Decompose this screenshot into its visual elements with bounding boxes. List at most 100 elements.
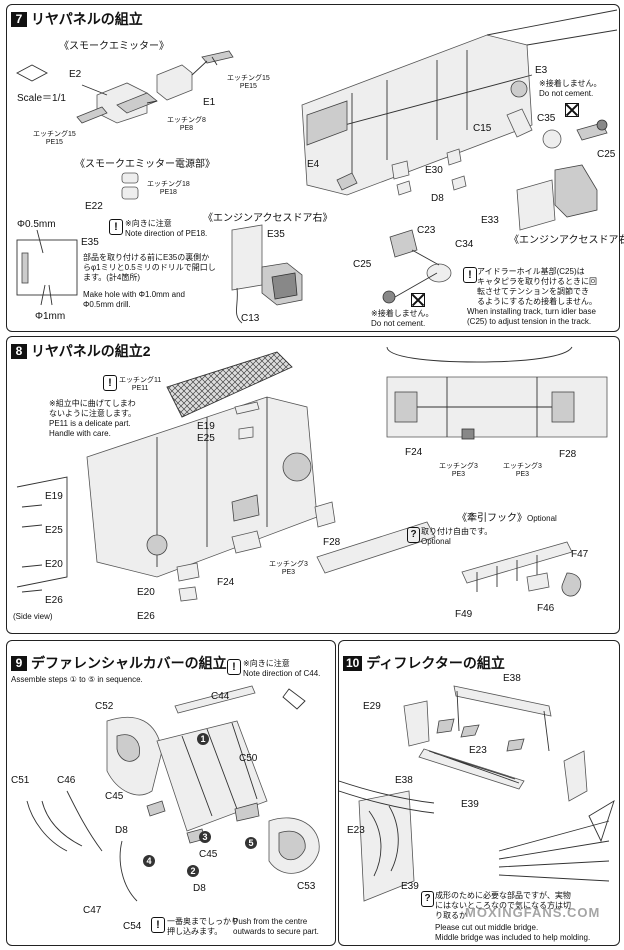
- step-marker-2: 2: [187, 865, 199, 877]
- note-pe18-en: Note direction of PE18.: [125, 229, 208, 238]
- part-label-c45b: C45: [199, 849, 218, 860]
- no-cement-2-jp: ※接着しません。: [371, 309, 434, 318]
- towing-hook-optional: Optional: [527, 514, 557, 523]
- pe15-text-a: PE15: [239, 83, 257, 90]
- etch3-text-a: エッチング3: [439, 463, 478, 470]
- part-label-c13: C13: [241, 313, 260, 324]
- push-en-line1: Push from the centre: [233, 917, 308, 926]
- part-label-d8: D8: [431, 193, 444, 204]
- step-marker-3: 3: [199, 831, 211, 843]
- drill-en-line1: Make hole with Φ1.0mm and: [83, 290, 185, 299]
- cut-jp-line3: り取るか: [435, 911, 467, 920]
- push-jp-line1: 一番奥までしっかり: [167, 917, 239, 926]
- optional-en: Optional: [421, 537, 451, 546]
- caution-icon-idler: !: [463, 267, 477, 283]
- step9-heading: 9 デファレンシャルカバーの組立: [11, 653, 227, 673]
- etch11-text: エッチング11: [119, 377, 162, 384]
- part-label-e29: E29: [363, 701, 381, 712]
- push-en-line2: outwards to secure part.: [233, 927, 319, 936]
- idler-en-line1: When installing track, turn idler base: [467, 307, 596, 316]
- idler-jp-line3: 転させてテンションを調節でき: [477, 287, 589, 296]
- step9-drawing: [26, 685, 320, 902]
- part-label-e19b: E19: [45, 491, 63, 502]
- step7-number: 7: [11, 11, 27, 27]
- pe18-text: PE18: [159, 189, 177, 196]
- part-label-e25b: E25: [45, 525, 63, 536]
- step7-drawing: [16, 9, 618, 324]
- push-jp-line2: 押し込みます。: [167, 927, 223, 936]
- part-label-f47: F47: [571, 549, 589, 560]
- part-label-c25b: C25: [353, 259, 372, 270]
- no-cement-icon-2: [411, 293, 425, 307]
- note-c44-en: Note direction of C44.: [243, 669, 321, 678]
- part-label-c46: C46: [57, 775, 76, 786]
- part-label-c15: C15: [473, 123, 492, 134]
- pe3-text-b: PE3: [515, 471, 530, 478]
- cut-en-line1: Please cut out middle bridge.: [435, 923, 539, 932]
- delicate-note: ※組立中に曲げてしまわないように注意します。PE11 is a delicate…: [49, 399, 136, 439]
- etch15-text-b: エッチング15: [33, 131, 76, 138]
- phi05-label: Φ0.5mm: [17, 219, 56, 230]
- part-label-e1: E1: [203, 97, 216, 108]
- cut-note: 成形のために必要な部品ですが、実物にはないところなので気になる方は切り取るか: [435, 891, 571, 921]
- step7-title: リヤパネルの組立: [31, 11, 143, 27]
- drill-en-line2: Φ0.5mm drill.: [83, 300, 131, 309]
- cut-note-icon: ?: [421, 891, 434, 907]
- step10-heading: 10 ディフレクターの組立: [343, 653, 505, 673]
- step8-title: リヤパネルの組立2: [31, 343, 151, 359]
- part-label-e2: E2: [69, 69, 82, 80]
- part-label-c52: C52: [95, 701, 114, 712]
- idler-jp-line1: アイドラーホイル基部(C25)は: [477, 267, 585, 276]
- no-cement-note-1: ※接着しません。Do not cement.: [539, 79, 601, 99]
- delicate-en-line1: PE11 is a delicate part.: [49, 419, 131, 428]
- no-cement-2-en: Do not cement.: [371, 319, 426, 328]
- no-cement-1-jp: ※接着しません。: [539, 79, 602, 88]
- engine-door-right-heading: 《エンジンアクセスドア右》: [203, 213, 333, 224]
- idler-en-line2: (C25) to adjust tension in the track.: [467, 317, 592, 326]
- part-label-e30: E30: [425, 165, 443, 176]
- part-label-e20b: E20: [137, 587, 155, 598]
- part-label-c51: C51: [11, 775, 30, 786]
- part-label-e20a: E20: [45, 559, 63, 570]
- part-label-e4: E4: [307, 159, 320, 170]
- no-cement-1-en: Do not cement.: [539, 89, 594, 98]
- cut-en-line2: Middle bridge was included to help moldi…: [435, 933, 591, 942]
- part-label-f49: F49: [455, 609, 473, 620]
- pe11-text: PE11: [131, 385, 149, 392]
- part-label-e22: E22: [85, 201, 103, 212]
- part-label-f24b: F24: [217, 577, 235, 588]
- step-marker-5: 5: [245, 837, 257, 849]
- idler-jp-line4: るようにするため接着しません。: [477, 297, 597, 306]
- caution-icon-c44: !: [227, 659, 241, 675]
- part-label-e35a: E35: [81, 237, 99, 248]
- idler-note-en: When installing track, turn idler base(C…: [467, 307, 596, 327]
- step8-heading: 8 リヤパネルの組立2: [11, 341, 151, 361]
- engine-door-left-heading: 《エンジンアクセスドア右》: [509, 235, 624, 246]
- part-label-e39a: E39: [461, 799, 479, 810]
- part-label-e19a: E19: [197, 421, 215, 432]
- part-label-e26a: E26: [45, 595, 63, 606]
- part-label-e33: E33: [481, 215, 499, 226]
- step7-heading: 7 リヤパネルの組立: [11, 9, 143, 29]
- smoke-power-heading: 《スモークエミッター電源部》: [75, 159, 215, 170]
- step-marker-4: 4: [143, 855, 155, 867]
- part-label-d8b: D8: [193, 883, 206, 894]
- assemble-sequence: Assemble steps ① to ⑤ in sequence.: [11, 675, 143, 684]
- part-label-c44: C44: [211, 691, 230, 702]
- part-label-f24a: F24: [405, 447, 423, 458]
- part-label-f28a: F28: [559, 449, 577, 460]
- pe8-text: PE8: [179, 125, 194, 132]
- part-label-c25a: C25: [597, 149, 616, 160]
- part-label-e25a: E25: [197, 433, 215, 444]
- smoke-emitter-heading: 《スモークエミッター》: [59, 41, 169, 52]
- part-label-e35b: E35: [267, 229, 285, 240]
- step9-number: 9: [11, 655, 27, 671]
